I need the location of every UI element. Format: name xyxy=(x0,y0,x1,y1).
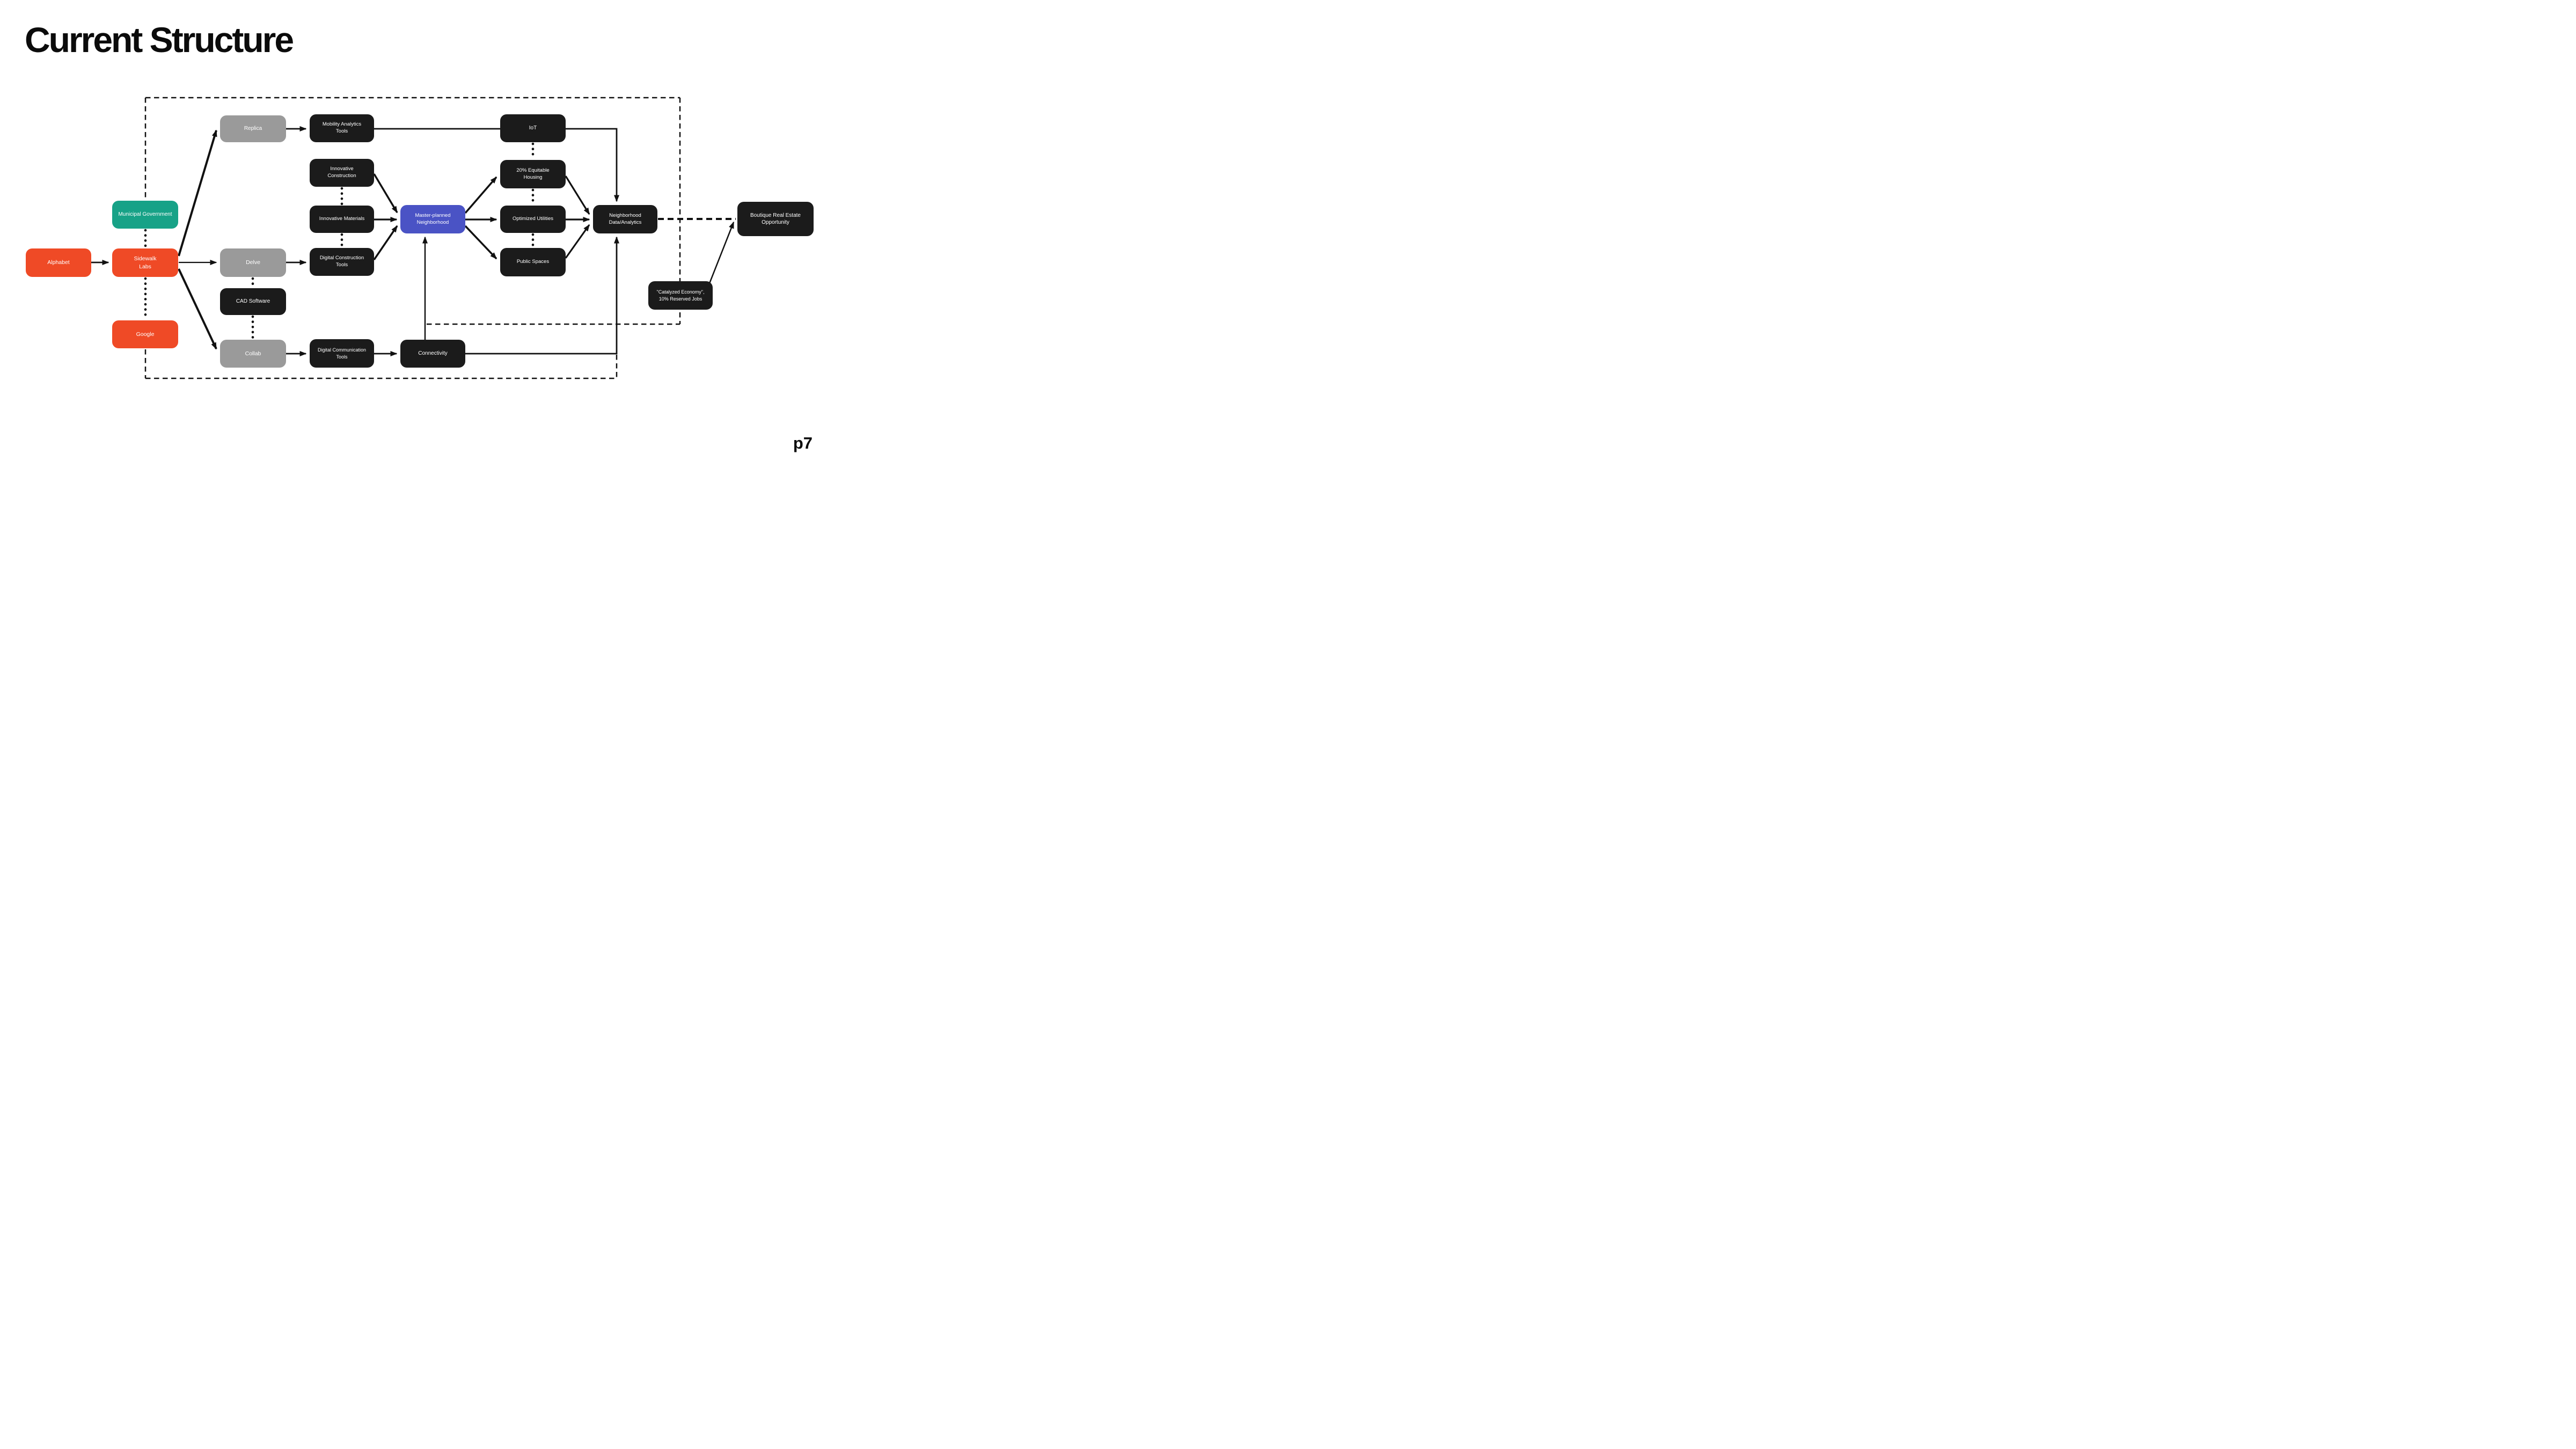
edge-innovative-construction-to-master-planned xyxy=(373,173,398,214)
slide-title: Current Structure xyxy=(25,20,294,60)
node-optimized-utilities: Optimized Utilities xyxy=(500,206,566,233)
page-number: p7 xyxy=(793,434,813,452)
node-google: Google xyxy=(112,320,178,348)
diagram-edge-layer xyxy=(91,97,736,379)
node-collab: Collab xyxy=(220,340,286,368)
edge-master-planned-to-public-spaces xyxy=(464,225,497,260)
edge-sidewalk-labs-to-collab xyxy=(178,268,217,350)
edge-catalyzed-economy-to-boutique xyxy=(708,221,735,284)
node-iot: IoT xyxy=(500,114,566,142)
edge-iot-to-neighborhood-data-top xyxy=(566,128,619,202)
edge-digital-construction-to-master-planned xyxy=(373,225,398,260)
edge-master-planned-to-equitable-housing xyxy=(464,176,497,214)
node-public-spaces: Public Spaces xyxy=(500,248,566,276)
edge-sidewalk-labs-to-replica xyxy=(178,129,217,257)
edge-public-spaces-to-neighborhood-data xyxy=(565,224,590,259)
node-delve: Delve xyxy=(220,248,286,277)
node-connectivity: Connectivity xyxy=(400,340,465,368)
node-municipal-government: Municipal Government xyxy=(112,201,178,229)
node-mobility-analytics-tools: Mobility Analytics Tools xyxy=(310,114,374,142)
node-master-planned-neighborhood: Master-planned Neighborhood xyxy=(400,205,465,233)
node-catalyzed-economy: "Catalyzed Economy", 10% Reserved Jobs xyxy=(648,281,713,310)
node-boutique-real-estate: Boutique Real Estate Opportunity xyxy=(737,202,814,236)
node-digital-construction-tools: Digital Construction Tools xyxy=(310,248,374,276)
edge-connectivity-to-neighborhood-data-bottom xyxy=(465,236,619,355)
node-neighborhood-data-analytics: Neighborhood Data/Analytics xyxy=(593,205,657,233)
node-alphabet: Alphabet xyxy=(26,248,91,277)
node-replica: Replica xyxy=(220,115,286,142)
node-cad-software: CAD Software xyxy=(220,288,286,315)
node-sidewalk-labs: Sidewalk Labs xyxy=(112,248,178,277)
edge-equitable-housing-to-neighborhood-data xyxy=(565,175,590,215)
node-digital-communication-tools: Digital Communication Tools xyxy=(310,339,374,368)
node-innovative-construction: Innovative Construction xyxy=(310,159,374,187)
node-innovative-materials: Innovative Materials xyxy=(310,206,374,233)
node-equitable-housing: 20% Equitable Housing xyxy=(500,160,566,188)
